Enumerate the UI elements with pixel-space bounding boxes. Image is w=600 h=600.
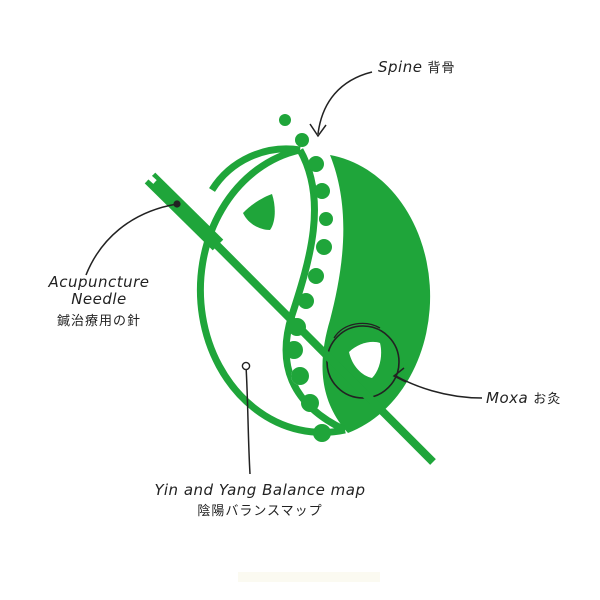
vertebra-dot <box>319 212 333 226</box>
vertebra-dot <box>291 367 309 385</box>
moxa-label: Moxa お灸 <box>486 389 561 408</box>
moxa-icon <box>349 341 382 378</box>
needle-pointer-line <box>85 203 178 276</box>
spine-label-en: Spine <box>378 58 423 76</box>
needle-label-en-2: Needle <box>71 290 127 309</box>
yin-outline-outer <box>196 146 346 436</box>
needle-label: Acupuncture Needle 鍼治療用の針 <box>40 273 158 329</box>
spine-label-jp: 背骨 <box>427 61 456 76</box>
spine-icon <box>279 114 334 442</box>
balance-label-jp: 陰陽バランスマップ <box>197 504 323 520</box>
vertebra-dot <box>285 341 303 359</box>
vertebra-dot <box>313 424 331 442</box>
moxa-label-jp: お灸 <box>533 392 562 407</box>
spine-arrow-head <box>309 123 327 138</box>
balance-label: Yin and Yang Balance map 陰陽バランスマップ <box>135 481 385 520</box>
vertebra-dot <box>279 114 291 126</box>
needle-label-en-1: Acupuncture <box>48 273 150 291</box>
spine-label: Spine 背骨 <box>378 58 456 77</box>
vertebra-dot <box>308 156 324 172</box>
vertebra-dot <box>295 133 309 147</box>
vertebra-dot <box>298 293 314 309</box>
moxa-label-en: Moxa <box>486 389 529 407</box>
balance-label-en: Yin and Yang Balance map <box>154 481 366 499</box>
moxa-pointer-line <box>395 375 483 399</box>
yin-outline-arc <box>209 145 301 192</box>
vertebra-dot <box>301 394 319 412</box>
spine-pointer-line <box>317 71 373 135</box>
needle-label-jp: 鍼治療用の針 <box>56 313 141 329</box>
yin-eye-shape <box>243 194 275 230</box>
balance-pointer-dot <box>241 361 251 371</box>
balance-pointer-line <box>245 365 251 475</box>
yang-half-shape <box>322 155 431 433</box>
vertebra-dot <box>316 239 332 255</box>
vertebra-dot <box>308 268 324 284</box>
vertebra-dot <box>288 318 306 336</box>
bottom-strip <box>238 572 380 582</box>
moxa-circle <box>326 325 400 399</box>
vertebra-dot <box>314 183 330 199</box>
moxa-arrow-head <box>392 367 407 383</box>
